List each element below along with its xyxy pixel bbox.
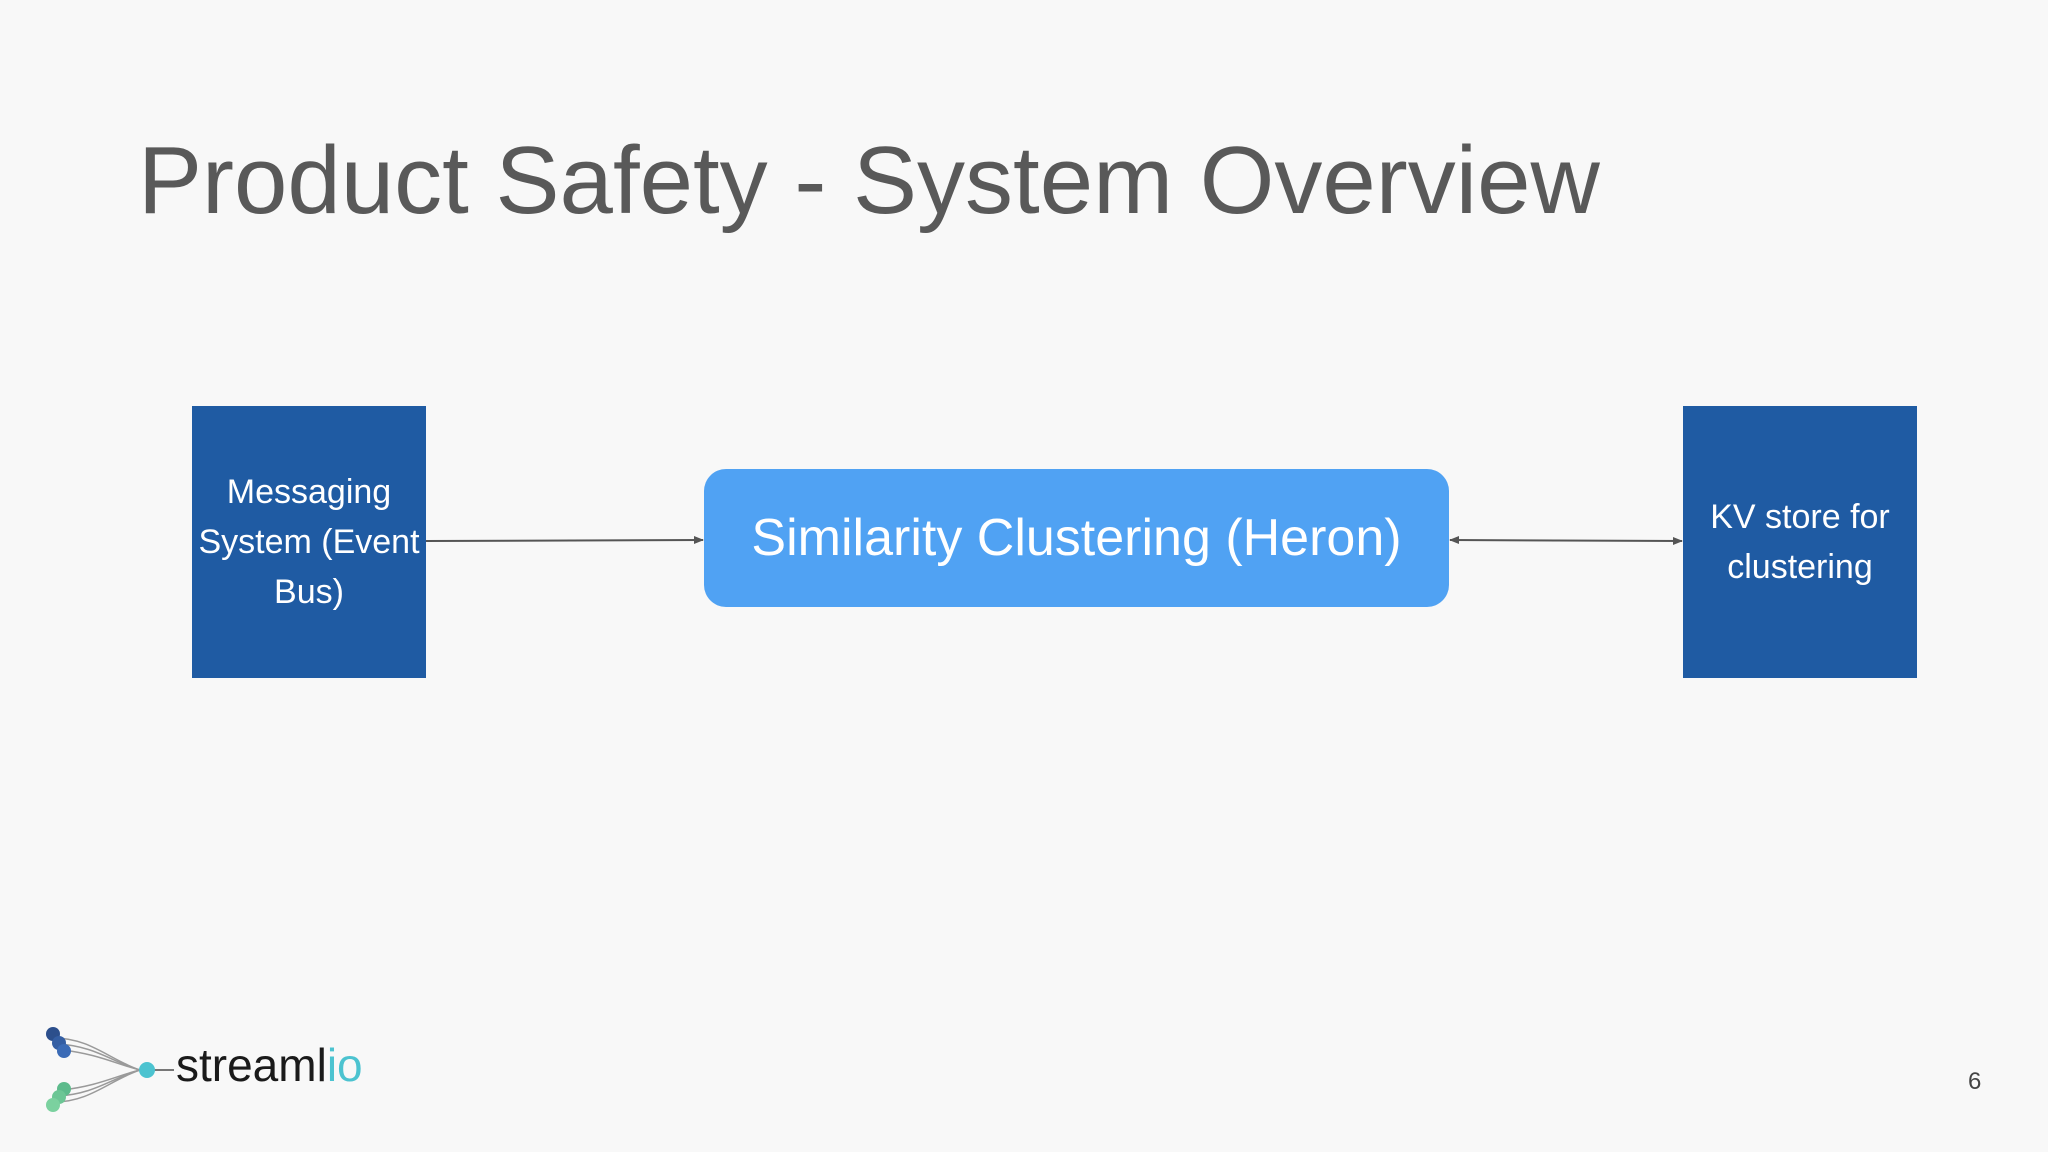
logo-text-accent: io — [326, 1039, 363, 1091]
arrow-left-to-center — [425, 536, 704, 545]
page-number: 6 — [1968, 1068, 1982, 1095]
streamlio-logo-text: streamlio — [176, 1038, 363, 1092]
streamlio-logo-icon — [46, 1027, 174, 1112]
kv-store-label: KV store for clustering — [1710, 498, 1890, 586]
similarity-clustering-label: Similarity Clustering (Heron) — [751, 509, 1402, 567]
arrow-center-right-bidirectional — [1449, 536, 1683, 545]
slide-title: Product Safety - System Overview — [138, 127, 1600, 234]
logo-text-main: streaml — [176, 1039, 327, 1091]
messaging-system-box: Messaging System (Event Bus) — [192, 406, 426, 678]
similarity-clustering-box: Similarity Clustering (Heron) — [704, 469, 1449, 607]
kv-store-box: KV store for clustering — [1683, 406, 1917, 678]
messaging-system-label: Messaging System (Event Bus) — [198, 473, 420, 611]
